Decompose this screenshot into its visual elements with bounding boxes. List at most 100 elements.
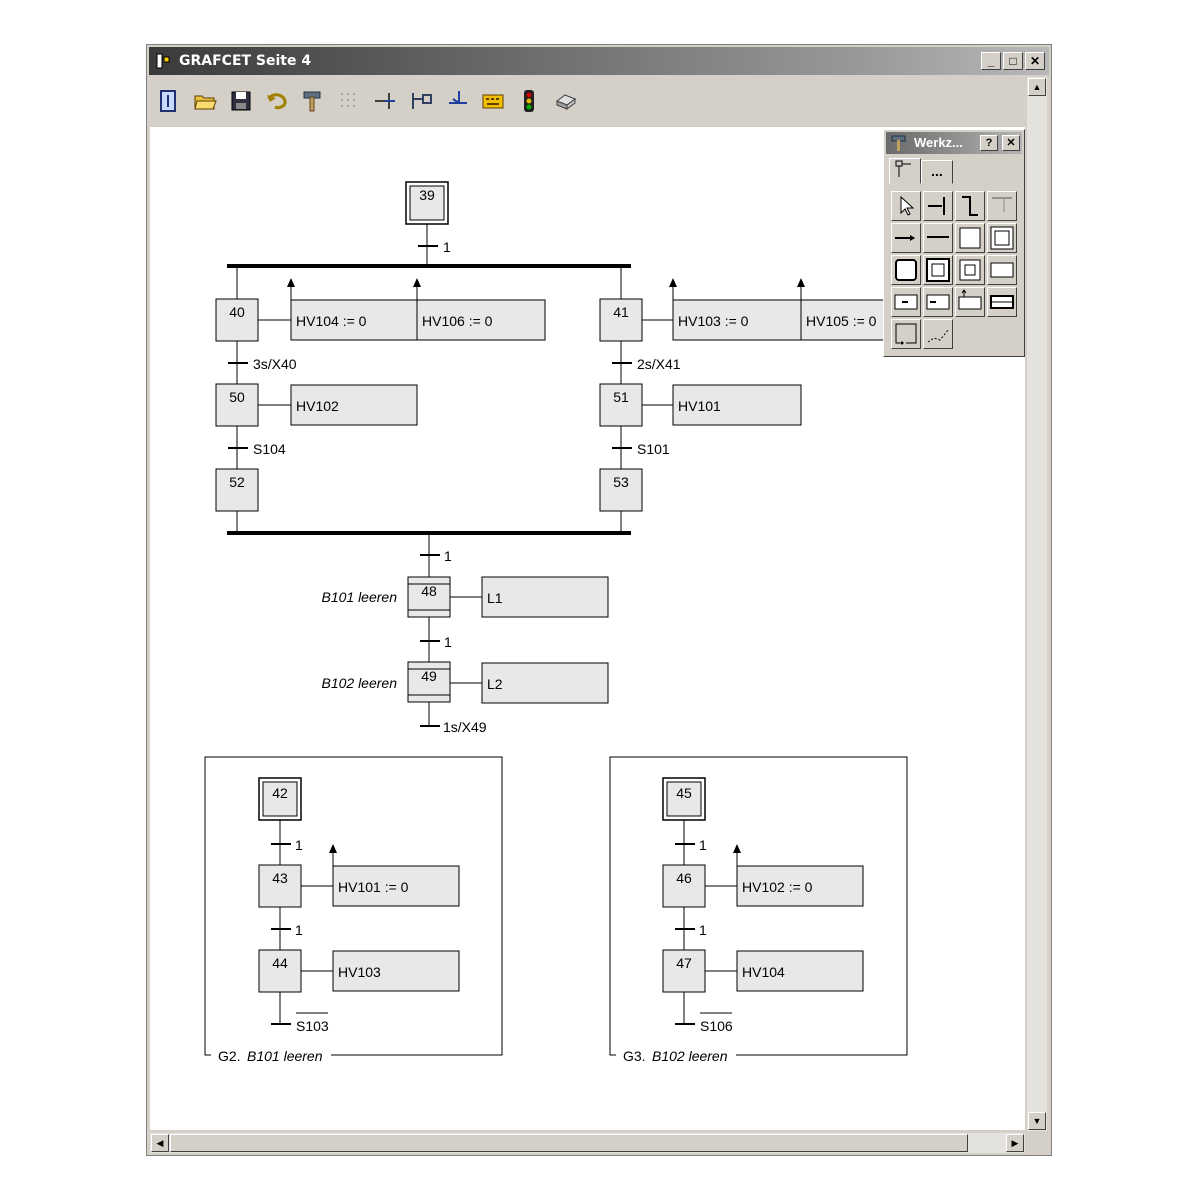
- grafcet-app-icon: [156, 53, 170, 69]
- grid-icon[interactable]: [337, 89, 361, 113]
- hammer-tool-icon: [891, 135, 906, 151]
- keyboard-icon[interactable]: [481, 89, 505, 113]
- transition-condition: 1s/X49: [443, 719, 487, 735]
- step-box[interactable]: [215, 468, 259, 512]
- macro-frame-g2: [204, 756, 503, 1056]
- step-tool-icon[interactable]: [955, 223, 985, 253]
- action-text: L1: [487, 590, 503, 606]
- hammer-tool-icon[interactable]: [301, 89, 325, 113]
- save-disk-icon[interactable]: [229, 89, 253, 113]
- macro-label: B101 leeren: [321, 589, 397, 605]
- action-text: HV101: [678, 398, 721, 414]
- title-bar[interactable]: GRAFCET Seite 4 _ □ ✕: [149, 47, 1049, 75]
- stored-action-tool-icon[interactable]: [891, 287, 921, 317]
- link-tool-icon[interactable]: [955, 191, 985, 221]
- scroll-up-button[interactable]: ▲: [1028, 78, 1046, 96]
- palette-help-button[interactable]: ?: [980, 135, 998, 151]
- transition-condition: S106: [700, 1018, 733, 1034]
- insert-step-icon[interactable]: [445, 89, 469, 113]
- undo-arrow-icon[interactable]: [265, 89, 289, 113]
- macro-expansion-tool-icon[interactable]: [955, 255, 985, 285]
- frame-id: G2.: [218, 1048, 241, 1064]
- select-pointer-icon[interactable]: [891, 191, 921, 221]
- enclosing-step-tool-icon[interactable]: [923, 255, 953, 285]
- insert-branch-icon[interactable]: [409, 89, 433, 113]
- traffic-light-icon[interactable]: [517, 89, 541, 113]
- scroll-left-button[interactable]: ◀: [151, 1134, 169, 1152]
- action-box[interactable]: [481, 576, 609, 618]
- step-box[interactable]: [215, 383, 259, 427]
- resize-grip[interactable]: [1027, 1133, 1047, 1153]
- action-box[interactable]: [290, 299, 418, 341]
- step-box[interactable]: [599, 468, 643, 512]
- step-box[interactable]: [662, 949, 706, 993]
- event-action-tool-icon[interactable]: [955, 287, 985, 317]
- print-icon[interactable]: [553, 89, 577, 113]
- step-number: 45: [676, 785, 692, 801]
- minimize-button[interactable]: _: [981, 52, 1001, 70]
- step-number: 51: [613, 389, 629, 405]
- close-button[interactable]: ✕: [1025, 52, 1045, 70]
- jump-tool-icon[interactable]: [987, 191, 1017, 221]
- transition-condition: S101: [637, 441, 670, 457]
- action-box[interactable]: [332, 950, 460, 992]
- scroll-down-button[interactable]: ▼: [1028, 1112, 1046, 1130]
- action-box[interactable]: [672, 384, 802, 426]
- transition-condition: 1: [444, 548, 452, 564]
- transition-condition: 1: [444, 634, 452, 650]
- open-folder-icon[interactable]: [193, 89, 217, 113]
- transition-arrow-tool-icon[interactable]: [891, 223, 921, 253]
- new-grafcet-icon[interactable]: [157, 89, 181, 113]
- step-number: 44: [272, 955, 288, 971]
- palette-tab-more[interactable]: ...: [921, 160, 953, 184]
- palette-tab-grafcet[interactable]: [889, 158, 921, 184]
- action-box[interactable]: [416, 299, 546, 341]
- frame-tool-icon[interactable]: [891, 319, 921, 349]
- scroll-right-button[interactable]: ▶: [1006, 1134, 1024, 1152]
- action-text: HV105 := 0: [806, 313, 877, 329]
- transition-condition: 1: [295, 837, 303, 853]
- action-box[interactable]: [332, 865, 460, 907]
- insert-transition-icon[interactable]: [373, 89, 397, 113]
- transition-condition: S103: [296, 1018, 329, 1034]
- step-box[interactable]: [599, 383, 643, 427]
- palette-close-button[interactable]: ✕: [1002, 135, 1020, 151]
- frame-name: B102 leeren: [652, 1048, 728, 1064]
- tool-palette[interactable]: Werkz... ? ✕ ...: [883, 129, 1025, 357]
- horizontal-scroll-thumb[interactable]: [170, 1134, 968, 1152]
- step-number: 46: [676, 870, 692, 886]
- action-list-tool-icon[interactable]: [987, 287, 1017, 317]
- action-box[interactable]: [672, 299, 802, 341]
- horizontal-scrollbar[interactable]: ◀ ▶: [150, 1133, 1025, 1153]
- action-tool-icon[interactable]: [987, 255, 1017, 285]
- action-text: HV104 := 0: [296, 313, 367, 329]
- step-box[interactable]: [258, 949, 302, 993]
- action-box[interactable]: [290, 384, 418, 426]
- conditional-action-tool-icon[interactable]: [923, 287, 953, 317]
- horizontal-line-tool-icon[interactable]: [923, 223, 953, 253]
- step-number: 50: [229, 389, 245, 405]
- grafcet-canvas[interactable]: 39 1 40 HV104 := 0 HV106 := 0 3s/X40 50: [150, 127, 1025, 1130]
- action-text: HV101 := 0: [338, 879, 409, 895]
- macro-frame-g3: [609, 756, 908, 1056]
- maximize-button[interactable]: □: [1003, 52, 1023, 70]
- transition-tool-icon[interactable]: [923, 191, 953, 221]
- action-text: HV102: [296, 398, 339, 414]
- palette-title-bar[interactable]: Werkz... ? ✕: [886, 132, 1022, 154]
- step-number: 41: [613, 304, 629, 320]
- action-box[interactable]: [736, 950, 864, 992]
- initial-step-tool-icon[interactable]: [987, 223, 1017, 253]
- action-box[interactable]: [736, 865, 864, 907]
- action-box[interactable]: [481, 662, 609, 704]
- step-number: 43: [272, 870, 288, 886]
- vertical-scrollbar[interactable]: ▲ ▼: [1027, 77, 1047, 1131]
- transition-condition: S104: [253, 441, 286, 457]
- frame-id: G3.: [623, 1048, 646, 1064]
- transition-condition: 1: [699, 837, 707, 853]
- palette-title: Werkz...: [914, 135, 963, 150]
- action-text: HV104: [742, 964, 785, 980]
- step-box[interactable]: [662, 864, 706, 908]
- macro-step-tool-icon[interactable]: [891, 255, 921, 285]
- comment-tool-icon[interactable]: [923, 319, 953, 349]
- macro-label: B102 leeren: [321, 675, 397, 691]
